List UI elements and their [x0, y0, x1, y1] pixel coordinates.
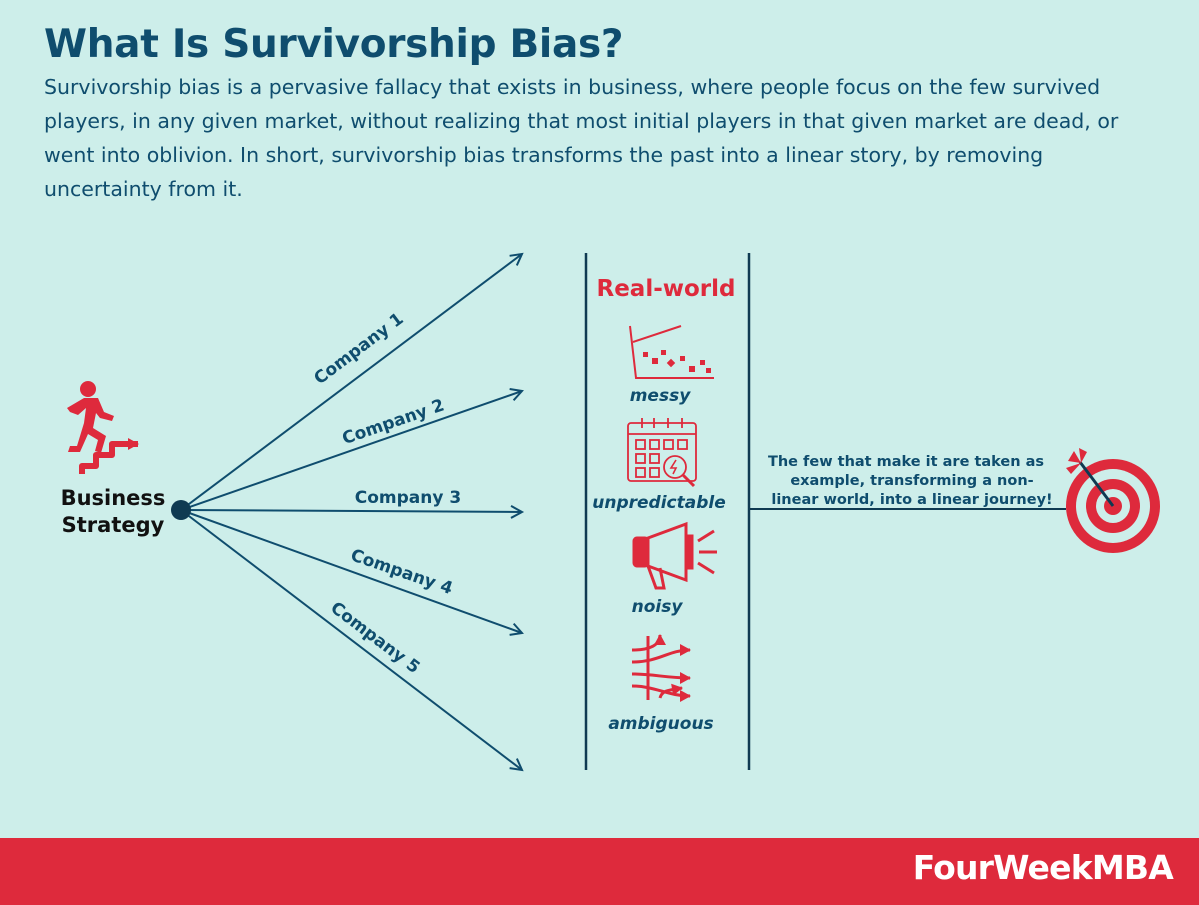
- real-world-heading: Real-world: [597, 276, 736, 302]
- origin-node: [171, 500, 191, 520]
- calendar-search-icon: [627, 418, 697, 488]
- branch-company-3: [180, 505, 525, 519]
- conclusion-line-1: The few that make it are taken as: [768, 454, 1044, 470]
- company-label-3: Company 3: [355, 488, 461, 508]
- branch-company-2: [180, 387, 524, 511]
- running-person-icon: [67, 381, 114, 453]
- branch-company-5: [180, 509, 524, 772]
- origin-label-line1: Business: [61, 486, 166, 510]
- brand-logo: FourWeekMBA: [912, 848, 1174, 887]
- survivorship-diagram: Business Strategy Company 1 Company 2 Co…: [61, 252, 1160, 772]
- real-world-item-noisy: noisy: [632, 597, 684, 617]
- origin-label-line2: Strategy: [62, 513, 165, 537]
- conclusion-line-3: linear world, into a linear journey!: [771, 492, 1052, 508]
- footer-bar: FourWeekMBA: [0, 838, 1199, 905]
- tangled-arrows-icon: [631, 634, 691, 702]
- megaphone-icon: [632, 521, 717, 590]
- company-branches: [180, 252, 525, 772]
- branch-company-1: [180, 252, 524, 511]
- messy-chart-icon: [629, 325, 714, 379]
- real-world-item-ambiguous: ambiguous: [608, 714, 713, 734]
- stairs-arrow-icon: [79, 438, 139, 474]
- intro-paragraph: Survivorship bias is a pervasive fallacy…: [44, 75, 1119, 201]
- company-label-4: Company 4: [348, 545, 455, 599]
- real-world-item-unpredictable: unpredictable: [592, 493, 726, 513]
- target-dart-icon: [1066, 448, 1160, 553]
- conclusion-line-2: example, transforming a non-: [790, 473, 1033, 489]
- company-label-5: Company 5: [326, 598, 423, 678]
- real-world-item-messy: messy: [630, 386, 691, 406]
- page-title: What Is Survivorship Bias?: [44, 22, 624, 67]
- branch-company-4: [180, 509, 524, 636]
